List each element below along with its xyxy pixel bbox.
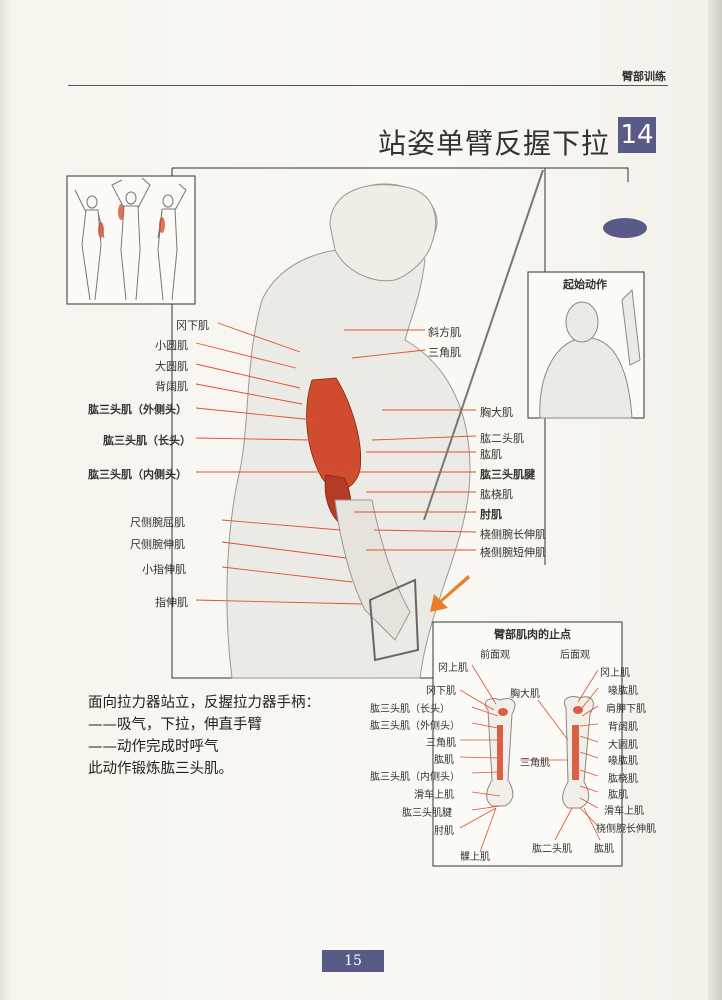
ins-left-5: 肱肌 <box>434 755 454 766</box>
ins-right-8: 滑车上肌 <box>604 806 644 817</box>
ins-left-3: 肱三头肌（外侧头） <box>370 721 460 732</box>
ins-left-7: 滑车上肌 <box>414 790 454 801</box>
insertion-leader-lines <box>459 664 601 853</box>
ins-right-3: 背阔肌 <box>608 722 638 733</box>
label-brachioradialis: 肱桡肌 <box>480 488 513 501</box>
label-teres-major: 大圆肌 <box>155 360 188 373</box>
label-anconeus: 肘肌 <box>480 508 502 521</box>
section-label: 臂部训练 <box>622 70 666 83</box>
ins-left-0: 冈上肌 <box>438 663 468 674</box>
label-extensor-carpi-ulnaris: 尺侧腕伸肌 <box>130 538 185 551</box>
exercise-description: 面向拉力器站立，反握拉力器手柄： ——吸气，下拉，伸直手臂 ——动作完成时呼气 … <box>88 692 320 780</box>
page-number: 15 <box>322 950 384 972</box>
label-pectoralis-major: 胸大肌 <box>480 406 513 419</box>
ins-center-0: 胸大肌 <box>510 689 540 700</box>
reference-highlights <box>98 204 165 238</box>
label-brachialis: 肱肌 <box>480 448 502 461</box>
back-view-label: 后面观 <box>560 650 590 661</box>
ins-right-2: 肩胛下肌 <box>606 704 646 715</box>
label-flexor-carpi-ulnaris: 尺侧腕屈肌 <box>130 516 185 529</box>
ins-right-6: 肱桡肌 <box>608 774 638 785</box>
ins-bottom-0: 髁上肌 <box>460 852 490 863</box>
ins-right-5: 喙肱肌 <box>608 756 638 767</box>
ins-left-9: 肘肌 <box>434 826 454 837</box>
ins-right-7: 肱肌 <box>608 790 628 801</box>
ins-bottom-1: 肱二头肌 <box>532 844 572 855</box>
label-triceps-long-head: 肱三头肌（长头） <box>103 434 191 447</box>
description-line: 此动作锻炼肱三头肌。 <box>88 761 233 777</box>
ins-right-0: 冈上肌 <box>600 668 630 679</box>
ins-bottom-2: 肱肌 <box>594 844 614 855</box>
label-extensor-digiti-minimi: 小指伸肌 <box>142 563 186 576</box>
exercise-number: 14 <box>618 117 656 153</box>
label-biceps: 肱二头肌 <box>480 432 524 445</box>
ins-left-1: 冈下肌 <box>426 686 456 697</box>
page-edge <box>708 0 722 1000</box>
ins-left-6: 肱三头肌（内侧头） <box>370 772 460 783</box>
front-view-label: 前面观 <box>480 650 510 661</box>
label-infraspinatus: 冈下肌 <box>176 319 209 332</box>
ins-left-8: 肱三头肌腱 <box>402 808 452 819</box>
start-position-title: 起始动作 <box>563 278 607 291</box>
description-line: ——吸气，下拉，伸直手臂 <box>88 717 262 733</box>
header-rule <box>68 85 668 86</box>
description-line: 面向拉力器站立，反握拉力器手柄： <box>88 695 320 711</box>
label-triceps-medial-head: 肱三头肌（内侧头） <box>88 468 187 481</box>
label-latissimus-dorsi: 背阔肌 <box>155 380 188 393</box>
insertion-panel-title: 臂部肌肉的止点 <box>494 628 571 641</box>
ins-right-9: 桡侧腕长伸肌 <box>596 824 656 835</box>
ins-center-1: 三角肌 <box>520 758 550 769</box>
label-ext-carpi-radialis-brevis: 桡侧腕短伸肌 <box>480 546 546 559</box>
label-teres-minor: 小圆肌 <box>155 339 188 352</box>
ins-left-4: 三角肌 <box>426 738 456 749</box>
ins-right-1: 喙肱肌 <box>608 686 638 697</box>
label-extensor-digitorum: 指伸肌 <box>155 596 188 609</box>
label-deltoid: 三角肌 <box>428 346 461 359</box>
label-trapezius: 斜方肌 <box>428 326 461 339</box>
description-line: ——动作完成时呼气 <box>88 739 219 755</box>
label-ext-carpi-radialis-longus: 桡侧腕长伸肌 <box>480 528 546 541</box>
main-leader-lines <box>195 322 477 605</box>
reference-figures-frame <box>66 175 196 305</box>
ins-left-2: 肱三头肌（长头） <box>370 704 450 715</box>
ins-right-4: 大圆肌 <box>608 740 638 751</box>
label-triceps-tendon: 肱三头肌腱 <box>480 468 535 481</box>
label-triceps-lateral-head: 肱三头肌（外侧头） <box>88 403 187 416</box>
page-title: 站姿单臂反握下拉 <box>378 127 611 160</box>
